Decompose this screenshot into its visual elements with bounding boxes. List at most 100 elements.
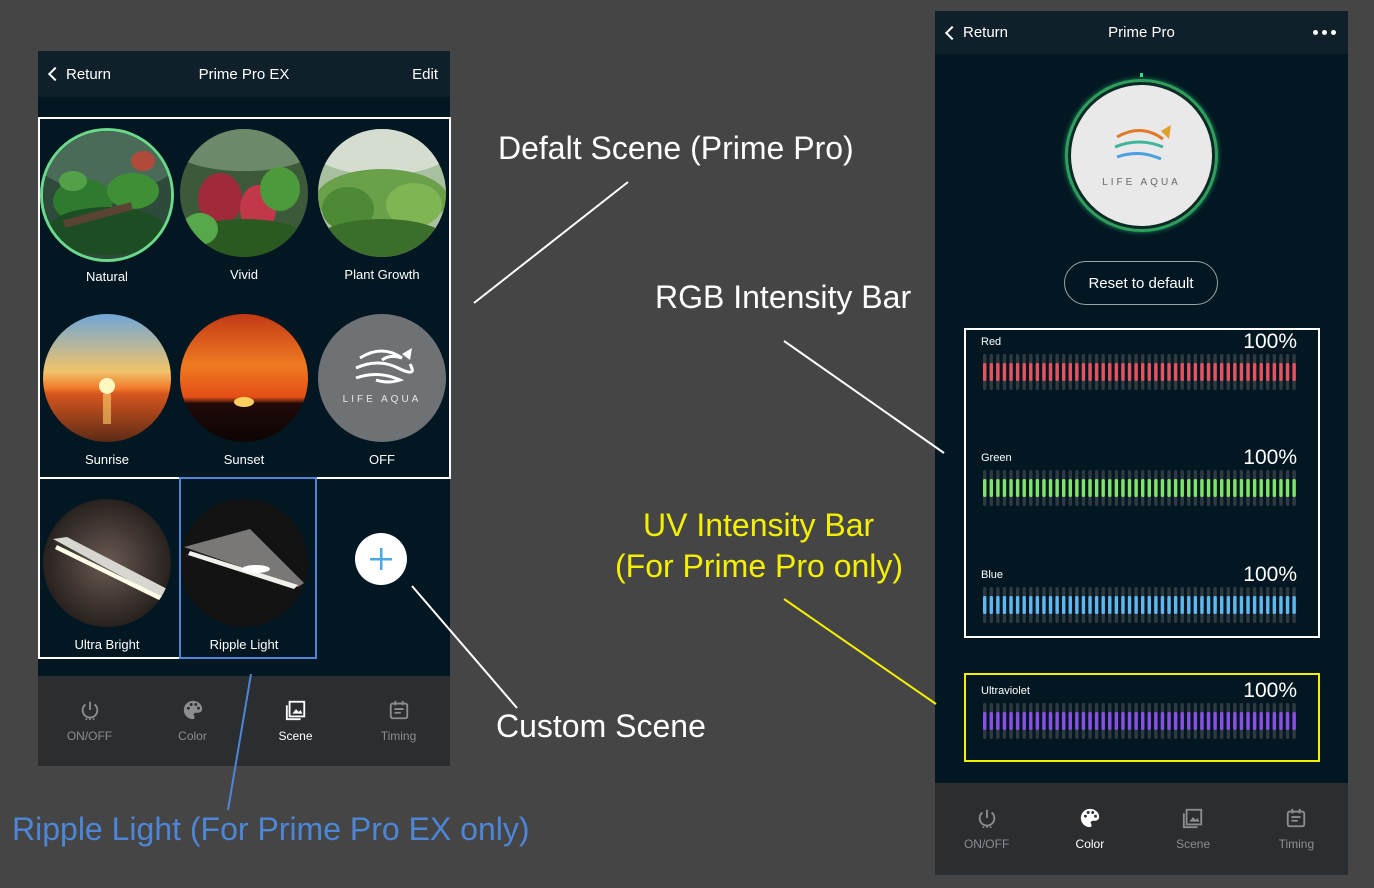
bar-tick: [1200, 479, 1204, 497]
return-button[interactable]: Return: [47, 66, 111, 83]
tab-on-off[interactable]: ON/OFF: [935, 783, 1038, 875]
channel-name: Red: [981, 336, 1002, 348]
edit-button[interactable]: Edit: [412, 65, 438, 83]
bar-tick: [1055, 363, 1059, 381]
bar-tick: [1094, 363, 1099, 381]
channel-name: Ultraviolet: [981, 685, 1030, 697]
bar-tick: [1062, 712, 1066, 730]
return-button[interactable]: Return: [944, 24, 1009, 41]
bar-tick: [1213, 363, 1217, 381]
bar-tick: [1022, 712, 1026, 730]
ripple-light-annotation: Ripple Light (For Prime Pro EX only): [12, 811, 530, 847]
bar-tick: [1259, 479, 1263, 497]
bar-tick: [1108, 712, 1112, 730]
ripple-light-pointer: [227, 673, 252, 811]
bar-tick: [1213, 712, 1217, 730]
bar-tick: [1042, 712, 1046, 730]
tab-scene[interactable]: Scene: [1142, 783, 1245, 875]
tab-scene[interactable]: Scene: [244, 676, 347, 766]
off-scene-image: LIFE AQUA: [318, 314, 446, 442]
bar-tick: [1154, 596, 1158, 614]
bar-tick: [1029, 363, 1033, 381]
bar-tick: [1180, 363, 1184, 381]
bar-tick: [1055, 712, 1059, 730]
top-nav-bar: Return Prime Pro EX Edit: [38, 51, 450, 97]
power-icon: [978, 809, 995, 829]
bar-tick: [996, 712, 1000, 730]
bar-tick: [1187, 596, 1191, 614]
bar-tick: [1246, 479, 1250, 497]
bar-tick: [1147, 596, 1151, 614]
bar-tick: [996, 363, 1000, 381]
rgb-bar-annotation: RGB Intensity Bar: [655, 279, 912, 315]
return-label: Return: [963, 24, 1009, 41]
bar-tick: [1160, 596, 1165, 614]
sunset-scene-image: [180, 314, 308, 442]
bar-tick: [1015, 712, 1020, 730]
bar-tick: [1121, 479, 1125, 497]
bar-tick: [1075, 363, 1079, 381]
tab-timing[interactable]: Timing: [1245, 783, 1348, 875]
bar-tick: [1009, 363, 1013, 381]
more-options-button[interactable]: [1313, 30, 1336, 35]
bar-tick: [1285, 596, 1290, 614]
bar-tick: [1173, 596, 1178, 614]
uv-bar-annotation-line1: UV Intensity Bar: [643, 507, 875, 543]
plus-icon: [370, 548, 392, 570]
prime-pro-ex-screen: Return Prime Pro EX Edit Natural: [38, 51, 450, 766]
bar-tick: [1134, 363, 1138, 381]
plant-growth-scene-image: [318, 129, 446, 257]
bar-tick: [1167, 596, 1171, 614]
reset-to-default-button[interactable]: Reset to default: [1064, 261, 1218, 305]
bar-tick: [1193, 596, 1198, 614]
bar-tick: [1114, 712, 1119, 730]
bar-tick: [1015, 479, 1020, 497]
bar-tick: [1154, 479, 1158, 497]
scene-ripple-light[interactable]: Ripple Light: [180, 499, 308, 652]
scene-plant-growth[interactable]: Plant Growth: [318, 129, 446, 282]
scene-label: Ultra Bright: [74, 637, 140, 652]
bar-tick: [1068, 596, 1072, 614]
tab-label: Color: [178, 729, 207, 743]
bar-tick: [1239, 479, 1244, 497]
bar-tick: [1141, 479, 1145, 497]
scene-natural[interactable]: Natural: [43, 131, 171, 284]
bar-tick: [1220, 363, 1224, 381]
tab-label: Scene: [278, 729, 313, 743]
scene-sunrise[interactable]: Sunrise: [43, 314, 171, 467]
bar-tick: [1141, 712, 1145, 730]
bar-tick: [1226, 479, 1230, 497]
bar-tick: [1167, 479, 1171, 497]
bar-tick: [1081, 479, 1086, 497]
tab-on-off[interactable]: ON/OFF: [38, 676, 141, 766]
bar-tick: [1252, 479, 1257, 497]
bar-tick: [1134, 479, 1138, 497]
bar-tick: [1200, 596, 1204, 614]
bar-tick: [1220, 712, 1224, 730]
scene-vivid[interactable]: Vivid: [180, 129, 308, 282]
scene-label: OFF: [369, 452, 395, 467]
bar-tick: [1173, 479, 1178, 497]
scene-sunset[interactable]: Sunset: [180, 314, 308, 467]
bar-tick: [1062, 596, 1066, 614]
tab-timing[interactable]: Timing: [347, 676, 450, 766]
bar-tick: [1154, 712, 1158, 730]
power-icon: [81, 701, 98, 721]
brightness-dial[interactable]: LIFE AQUA: [1059, 73, 1224, 238]
scene-ultra-bright[interactable]: Ultra Bright: [43, 499, 171, 652]
bar-tick: [1239, 712, 1244, 730]
scene-off[interactable]: LIFE AQUA OFF: [318, 314, 446, 467]
sunrise-scene-image: [43, 314, 171, 442]
uv-bar-annotation-line2: (For Prime Pro only): [615, 548, 904, 584]
tab-label: Scene: [1176, 837, 1211, 851]
logo-text: LIFE AQUA: [342, 394, 422, 405]
add-scene-button[interactable]: [355, 533, 407, 585]
bar-tick: [1233, 363, 1237, 381]
bar-tick: [1015, 596, 1020, 614]
bar-tick: [1068, 479, 1072, 497]
life-aqua-logo-icon: [1114, 125, 1171, 161]
scene-label: Vivid: [230, 267, 258, 282]
tab-color[interactable]: Color: [141, 676, 244, 766]
tab-color[interactable]: Color: [1038, 783, 1141, 875]
bar-tick: [1088, 596, 1092, 614]
